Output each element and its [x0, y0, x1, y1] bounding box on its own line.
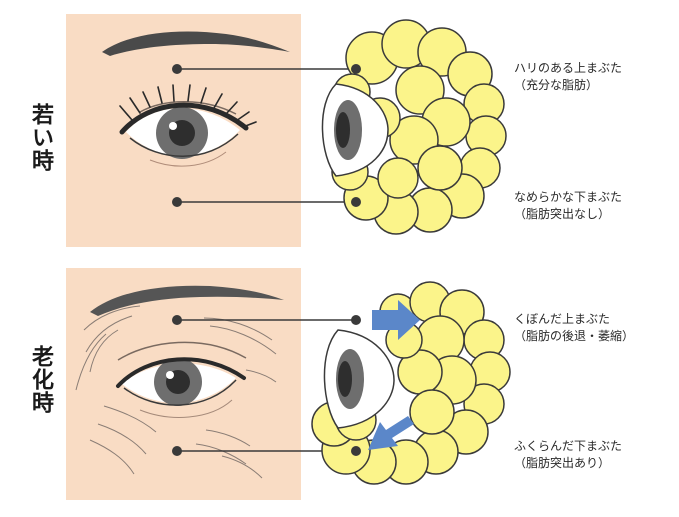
aged-lower-caption-line1: ふくらんだ下まぶた	[514, 439, 623, 453]
aged-upper-lid	[116, 357, 246, 388]
young-face	[102, 31, 290, 167]
young-upper-caption-line1: ハリのある上まぶた	[514, 61, 623, 75]
young-eyelashes	[119, 84, 257, 128]
fat-retreat-arrow	[372, 300, 420, 340]
young-lower-caption: なめらかな下まぶた （脂肪突出なし）	[514, 189, 622, 223]
aged-upper-caption-line1: くぼんだ上まぶた	[514, 312, 611, 326]
aged-stage-label: 老化時	[28, 345, 53, 414]
young-eyebrow	[102, 31, 290, 56]
young-stage-label: 若い時	[28, 103, 53, 172]
young-upper-lid	[119, 102, 249, 135]
aged-eyeball-side	[323, 329, 395, 429]
aged-eyebrow	[90, 285, 284, 316]
aged-upper-caption-line2: （脂肪の後退・萎縮）	[514, 329, 635, 343]
young-lower-caption-line2: （脂肪突出なし）	[514, 207, 611, 221]
young-upper-caption: ハリのある上まぶた （充分な脂肪）	[514, 60, 622, 94]
aged-upper-caption: くぼんだ上まぶた （脂肪の後退・萎縮）	[514, 311, 634, 345]
young-upper-caption-line2: （充分な脂肪）	[514, 78, 599, 92]
aged-lower-caption-line2: （脂肪突出あり）	[514, 456, 611, 470]
young-lower-caption-line1: なめらかな下まぶた	[514, 190, 623, 204]
young-eyeball-side	[321, 83, 389, 177]
fat-protrusion-arrow	[368, 416, 414, 450]
aged-lower-caption: ふくらんだ下まぶた （脂肪突出あり）	[514, 438, 622, 472]
